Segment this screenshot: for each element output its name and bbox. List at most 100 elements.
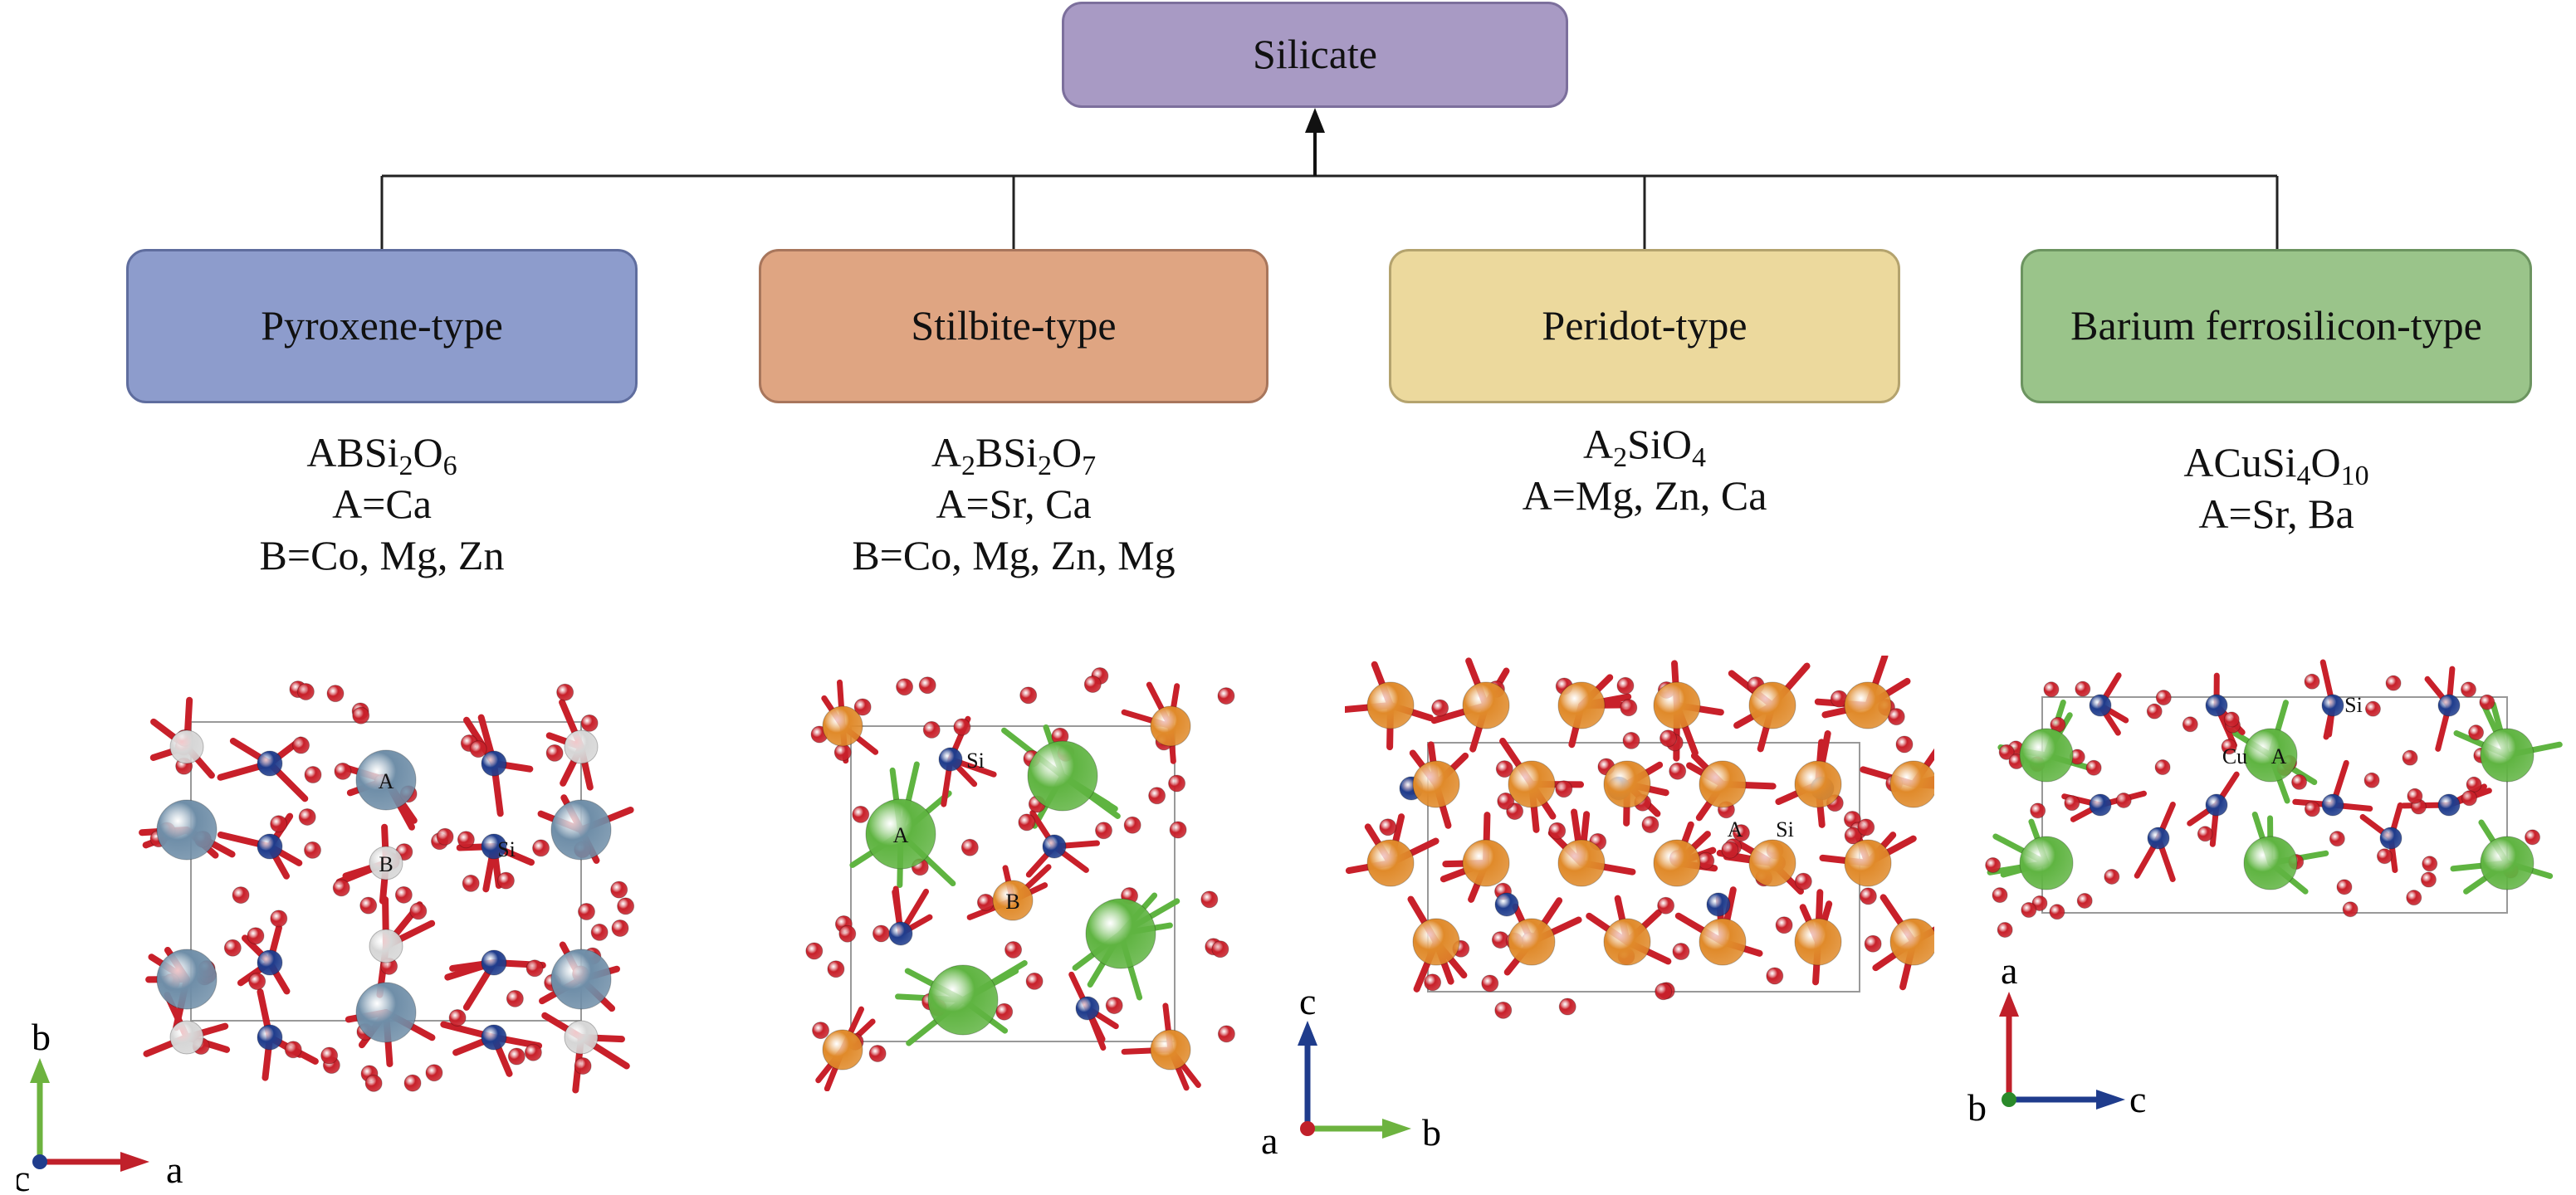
silicon-atom [888,921,913,946]
a-site-atom [1653,839,1701,887]
formula-block-stilbite: A2BSi2O7 A=Sr, Ca B=Co, Mg, Zn, Mg [748,427,1279,581]
oxygen-atom [1431,699,1449,717]
silicon-atom [481,1024,507,1051]
formula-line: A=Mg, Zn, Ca [1522,472,1767,519]
oxygen-atom [1424,973,1442,992]
oxygen-atom [270,815,288,833]
oxygen-atom [326,685,345,703]
oxygen-atom [248,973,266,991]
b-site-atom [369,929,403,963]
oxygen-atom [1775,916,1793,934]
oxygen-atom [812,1022,830,1040]
a-site-atom [1699,918,1747,966]
silicon-atom [2205,694,2228,717]
atom-label-si: Si [497,837,516,861]
oxygen-atom [507,1047,525,1066]
a-site-atom [355,982,417,1043]
oxygen-atom [1732,824,1750,842]
oxygen-atom [2525,829,2541,846]
oxygen-atom [1992,887,2008,904]
a-site-atom [2480,728,2534,783]
oxygen-atom [1495,760,1513,778]
axis-label-vertical: c [1299,988,1316,1022]
oxygen-atom [1169,821,1187,839]
oxygen-atom [833,744,852,762]
oxygen-atom [232,886,250,905]
oxygen-atom [574,1057,592,1076]
oxygen-atom [320,1046,339,1065]
formula-line: A=Ca [332,480,432,527]
oxygen-atom [838,924,857,943]
b-site-atom [822,705,863,747]
arrowhead [1999,992,2019,1017]
oxygen-atom [2223,711,2240,728]
a-site-atom [1412,918,1460,966]
arrowhead [1305,108,1325,133]
oxygen-atom [1148,787,1166,805]
silicon-atom [1706,892,1731,917]
oxygen-atom [2115,792,2132,808]
oxygen-atom [1794,872,1812,890]
oxygen-atom [1721,841,1739,859]
oxygen-atom [2030,802,2046,819]
atom-label-si: Si [2344,693,2363,717]
b-site-atom [822,1029,863,1071]
pyroxene-structure-image: ABSi [139,680,635,1094]
a-site-atom [2019,836,2074,890]
a-site-atom [1603,918,1651,966]
oxygen-atom [2304,801,2320,817]
oxygen-atom [2420,871,2437,888]
oxygen-atom [2461,790,2477,807]
category-node-peridot: Peridot-type [1389,249,1900,403]
oxygen-atom [2197,826,2213,842]
a-site-atom [927,964,999,1036]
oxygen-atom [611,919,629,938]
axis-label-horizontal: c [2129,1078,2146,1120]
oxygen-atom [469,740,487,758]
oxygen-atom [1985,856,2002,873]
axis-origin [2002,1092,2016,1107]
chemical-formula: ABSi2O6 [306,429,457,481]
oxygen-atom [2342,901,2358,918]
oxygen-atom [545,744,564,762]
oxygen-atom [1859,887,1877,905]
a-site-atom [2243,728,2298,783]
category-node-pyroxene: Pyroxene-type [126,249,638,403]
oxygen-atom [2076,892,2093,909]
arrowhead [1298,1021,1317,1046]
atom-label-cu: Cu [2222,744,2247,768]
formula-line: B=Co, Mg, Zn, Mg [852,532,1176,578]
b-site-atom [169,729,204,764]
oxygen-atom [2291,773,2308,790]
oxygen-atom [1857,818,1875,836]
silicon-atom [481,949,507,976]
atom-label-b: B [1005,890,1019,914]
atom-label-si: Si [966,749,985,773]
axis-label-horizontal: b [1422,1111,1441,1154]
silicon-atom [2147,827,2170,850]
atom-label-a: A [379,769,394,793]
silicon-atom [257,833,283,860]
category-label: Peridot-type [1542,302,1747,349]
silicon-atom [2205,793,2228,817]
a-site-atom [1366,839,1415,887]
silicon-atom [1494,892,1519,917]
arrowhead [2096,1090,2125,1110]
a-site-atom [1412,760,1460,808]
silicon-atom [2437,793,2461,817]
axes-peridot: c b a [1261,988,1441,1162]
formula-block-ferro: ACuSi4O10 A=Sr, Ba [2011,437,2542,539]
oxygen-atom [1211,940,1229,958]
oxygen-atom [2043,681,2060,698]
a-site-atom [1794,918,1842,966]
b-site-atom [564,1020,599,1055]
oxygen-atom [590,923,609,941]
oxygen-atom [1200,890,1219,909]
oxygen-atom [1019,686,1038,705]
oxygen-atom [976,893,995,911]
axis-label-origin: b [1967,1086,1987,1129]
oxygen-atom [577,903,595,921]
oxygen-atom [868,1045,887,1063]
a-site-atom [1508,760,1556,808]
oxygen-atom [1083,675,1102,693]
